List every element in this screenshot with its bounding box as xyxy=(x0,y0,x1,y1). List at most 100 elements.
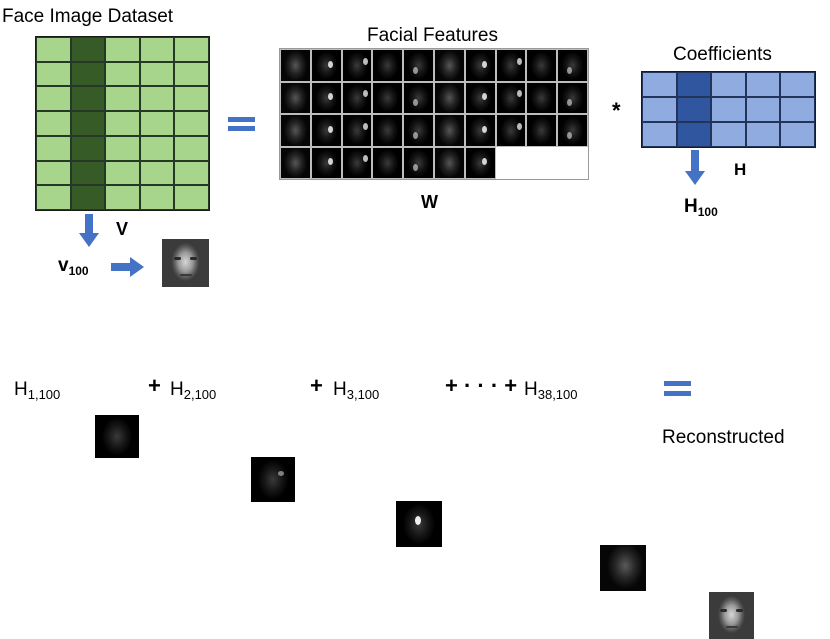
v-matrix-cell xyxy=(139,185,175,210)
v-matrix-cell xyxy=(139,61,175,87)
w-empty-cell xyxy=(526,146,558,179)
facial-feature-thumb-icon xyxy=(433,114,465,147)
term-h2-label: H2,100 xyxy=(170,379,217,402)
h-matrix-cell xyxy=(676,97,712,122)
reconstructed-label: Reconstructed xyxy=(662,427,785,448)
facial-feature-thumb-icon xyxy=(341,146,373,179)
facial-feature-thumb-icon xyxy=(310,49,342,82)
facial-feature-thumb-icon xyxy=(310,114,342,147)
facial-feature-thumb-icon xyxy=(341,114,373,147)
feature-thumb-2-icon xyxy=(251,457,295,502)
facial-feature-thumb-icon xyxy=(495,114,527,147)
facial-feature-thumb-icon xyxy=(433,49,465,82)
w-feature-grid xyxy=(279,48,589,180)
facial-feature-thumb-icon xyxy=(310,146,342,179)
facial-feature-thumb-icon xyxy=(557,49,588,82)
facial-feature-thumb-icon xyxy=(403,146,434,179)
facial-feature-thumb-icon xyxy=(433,146,465,179)
label-h: H xyxy=(734,160,747,179)
v-matrix-cell xyxy=(36,185,71,210)
feature-thumb-3-icon xyxy=(396,501,442,547)
facial-feature-thumb-icon xyxy=(557,81,588,114)
v-matrix-cell xyxy=(105,135,140,161)
v-matrix-cell xyxy=(139,135,175,161)
facial-feature-thumb-icon xyxy=(341,49,373,82)
v-matrix-cell xyxy=(139,37,175,62)
arrow-down-v-icon xyxy=(79,214,99,248)
feature-thumb-38-icon xyxy=(600,545,646,591)
facial-feature-thumb-icon xyxy=(310,81,342,114)
v-matrix-cell xyxy=(105,37,140,62)
v-matrix-cell xyxy=(174,185,209,210)
facial-feature-thumb-icon xyxy=(557,114,588,147)
facial-feature-thumb-icon xyxy=(526,114,558,147)
arrow-right-icon xyxy=(111,257,145,277)
multiply-sign: * xyxy=(612,98,621,123)
v-matrix-cell xyxy=(36,86,71,112)
h-matrix-cell xyxy=(676,122,712,147)
dataset-title: Face Image Dataset xyxy=(2,6,174,27)
v-matrix-cell xyxy=(36,135,71,161)
v-matrix-cell xyxy=(36,160,71,186)
h-matrix-cell xyxy=(745,97,781,122)
v100-label: v100 xyxy=(58,255,89,278)
facial-feature-thumb-icon xyxy=(464,49,496,82)
facial-feature-thumb-icon xyxy=(403,49,434,82)
features-title: Facial Features xyxy=(367,25,498,46)
term-h3-label: H3,100 xyxy=(333,379,380,402)
v-matrix-cell xyxy=(139,111,175,136)
v-matrix-cell xyxy=(105,61,140,87)
equals-bar-bottom xyxy=(228,126,255,131)
feature-thumb-1-icon xyxy=(95,415,139,458)
face-image-icon xyxy=(162,239,209,287)
h-matrix-cell xyxy=(711,122,746,147)
facial-feature-thumb-icon xyxy=(280,146,311,179)
facial-feature-thumb-icon xyxy=(464,81,496,114)
v-matrix-cell xyxy=(36,111,71,136)
v-matrix-cell xyxy=(174,160,209,186)
v-matrix-cell xyxy=(174,135,209,161)
v-matrix-cell xyxy=(70,185,106,210)
h-matrix xyxy=(641,71,816,148)
facial-feature-thumb-icon xyxy=(341,81,373,114)
v-matrix-cell xyxy=(70,86,106,112)
v-matrix-cell xyxy=(105,86,140,112)
facial-feature-thumb-icon xyxy=(372,114,404,147)
h-matrix-cell xyxy=(780,72,815,97)
h-matrix-cell xyxy=(780,97,815,122)
term-h38-label: H38,100 xyxy=(524,379,578,402)
facial-feature-thumb-icon xyxy=(372,146,404,179)
plus-sign-1: + xyxy=(148,373,161,398)
equals-bar-top xyxy=(228,117,255,122)
facial-feature-thumb-icon xyxy=(526,81,558,114)
h-matrix-cell xyxy=(642,122,677,147)
facial-feature-thumb-icon xyxy=(280,81,311,114)
v-matrix-cell xyxy=(174,37,209,62)
facial-feature-thumb-icon xyxy=(403,81,434,114)
facial-feature-thumb-icon xyxy=(280,49,311,82)
v-matrix-cell xyxy=(70,160,106,186)
h-matrix-cell xyxy=(642,97,677,122)
facial-feature-thumb-icon xyxy=(464,146,496,179)
facial-feature-thumb-icon xyxy=(526,49,558,82)
h-matrix-cell xyxy=(711,72,746,97)
v-matrix-cell xyxy=(174,86,209,112)
equals-bar-top-2 xyxy=(664,381,691,386)
arrow-down-h-icon xyxy=(685,150,705,186)
facial-feature-thumb-icon xyxy=(372,49,404,82)
facial-feature-thumb-icon xyxy=(495,81,527,114)
v-matrix-cell xyxy=(174,61,209,87)
facial-feature-thumb-icon xyxy=(464,114,496,147)
v-matrix-cell xyxy=(105,160,140,186)
v-matrix-cell xyxy=(70,61,106,87)
w-empty-cell xyxy=(557,146,588,179)
h-matrix-cell xyxy=(745,122,781,147)
equals-bar-bottom-2 xyxy=(664,391,691,396)
label-v: V xyxy=(116,219,129,239)
v-matrix-cell xyxy=(105,185,140,210)
facial-feature-thumb-icon xyxy=(280,114,311,147)
v-matrix-cell xyxy=(139,160,175,186)
coefficients-title: Coefficients xyxy=(673,44,772,65)
v-matrix-cell xyxy=(105,111,140,136)
v-matrix xyxy=(35,36,210,211)
